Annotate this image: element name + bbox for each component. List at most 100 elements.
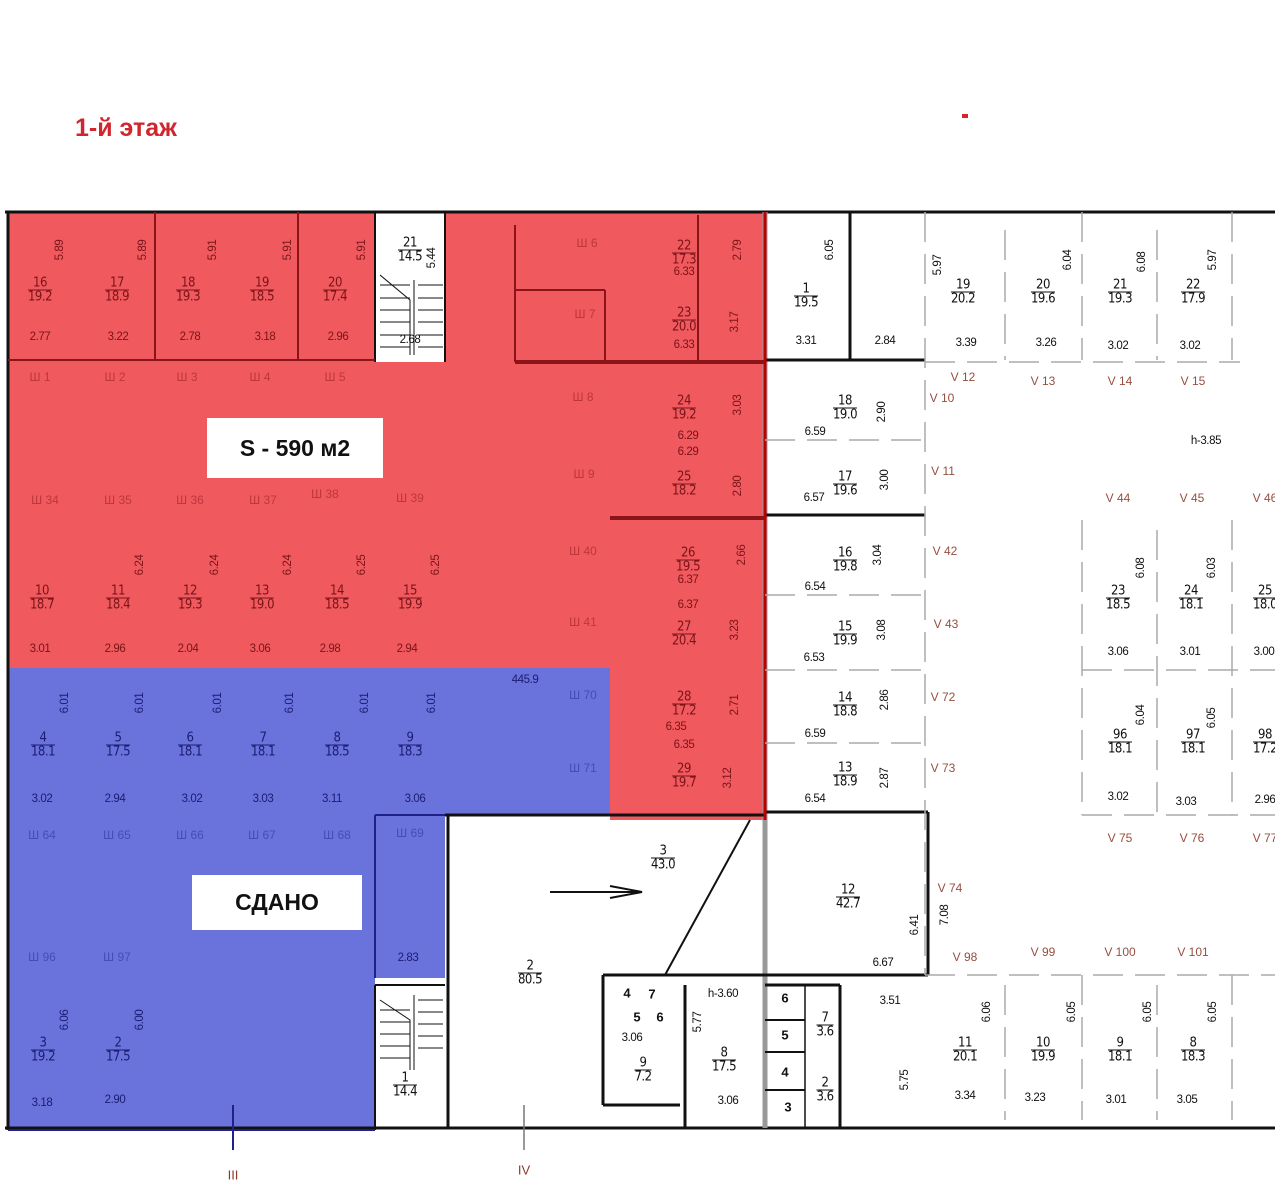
room-number: 3 [650, 845, 676, 859]
grid-mark: Ш 9 [573, 467, 595, 481]
room-number: 23 [1105, 585, 1131, 599]
grid-mark: V 11 [931, 464, 955, 478]
room-number: 6 [781, 990, 789, 1006]
axis-label: III [227, 1167, 239, 1183]
dimension-label: 6.01 [59, 692, 71, 714]
room-area: 17.2 [1252, 741, 1275, 757]
grid-mark: Ш 66 [176, 828, 204, 842]
room-number: 22 [1180, 279, 1206, 293]
dimension-label: h-3.60 [707, 988, 739, 1000]
dimension-label: 5.75 [899, 1069, 911, 1091]
room-area: 20.1 [952, 1049, 978, 1065]
dimension-label: 2.04 [177, 643, 199, 655]
room-area: 18.3 [397, 744, 423, 760]
dimension-label: 3.39 [955, 337, 977, 349]
grid-mark: V 44 [1105, 491, 1131, 505]
grid-mark: V 10 [929, 391, 955, 405]
dimension-label: 3.18 [254, 331, 276, 343]
room-number: 96 [1107, 729, 1133, 743]
grid-mark: Ш 68 [323, 828, 351, 842]
marker-dot [962, 114, 968, 118]
room-number: 7 [816, 1012, 834, 1026]
dimension-label: 6.03 [1206, 557, 1218, 579]
dimension-label: 5.91 [356, 239, 368, 261]
dimension-label: 3.04 [872, 544, 884, 566]
grid-mark: V 74 [937, 881, 963, 895]
room-number: 21 [397, 237, 423, 251]
room-area: 18.7 [29, 597, 55, 613]
room-number: 12 [177, 585, 203, 599]
dimension-label: 6.04 [1062, 249, 1074, 271]
dimension-label: 5.97 [1207, 249, 1219, 271]
dimension-label: 2.87 [879, 767, 891, 789]
room-number: 3 [784, 1099, 792, 1115]
room-area: 18.5 [324, 744, 350, 760]
dimension-label: 2.77 [29, 331, 51, 343]
room-number: 7 [648, 986, 656, 1002]
room-number: 20 [322, 277, 348, 291]
room-number: 12 [835, 884, 861, 898]
dimension-label: 6.29 [677, 446, 699, 458]
room-area: 19.9 [1030, 1049, 1056, 1065]
axis-label: IV [517, 1162, 531, 1178]
room-area: 19.6 [832, 483, 858, 499]
grid-mark: Ш 35 [104, 493, 132, 507]
dimension-label: 3.05 [1176, 1094, 1198, 1106]
room-number: 19 [950, 279, 976, 293]
grid-mark: Ш 8 [572, 390, 594, 404]
dimension-label: 6.24 [282, 554, 294, 576]
room-number: 8 [1180, 1037, 1206, 1051]
dimension-label: 445.9 [511, 674, 539, 686]
available-area-label: S - 590 м2 [207, 418, 383, 478]
room-area: 3.6 [816, 1089, 834, 1105]
dimension-label: 3.02 [1179, 340, 1201, 352]
dimension-label: 3.06 [1107, 646, 1129, 658]
grid-mark: V 13 [1030, 374, 1056, 388]
grid-mark: Ш 96 [28, 950, 56, 964]
grid-mark: Ш 34 [31, 493, 59, 507]
dimension-label: 6.24 [209, 554, 221, 576]
room-number: 19 [249, 277, 275, 291]
dimension-label: 6.35 [665, 721, 687, 733]
dimension-label: 6.01 [426, 692, 438, 714]
floor-title: 1-й этаж [75, 114, 177, 142]
room-area: 18.1 [177, 744, 203, 760]
room-number: 14 [832, 692, 858, 706]
room-number: 9 [1107, 1037, 1133, 1051]
room-number: 9 [397, 732, 423, 746]
room-number: 11 [105, 585, 131, 599]
room-area: 42.7 [835, 896, 861, 912]
dimension-label: 6.59 [804, 426, 826, 438]
dimension-label: 3.06 [404, 793, 426, 805]
dimension-label: 3.00 [1253, 646, 1275, 658]
direction-arrow-icon [550, 885, 643, 899]
room-area: 18.4 [105, 597, 131, 613]
room-area: 18.5 [1105, 597, 1131, 613]
room-number: 4 [623, 985, 631, 1001]
dimension-label: 5.44 [426, 247, 438, 269]
